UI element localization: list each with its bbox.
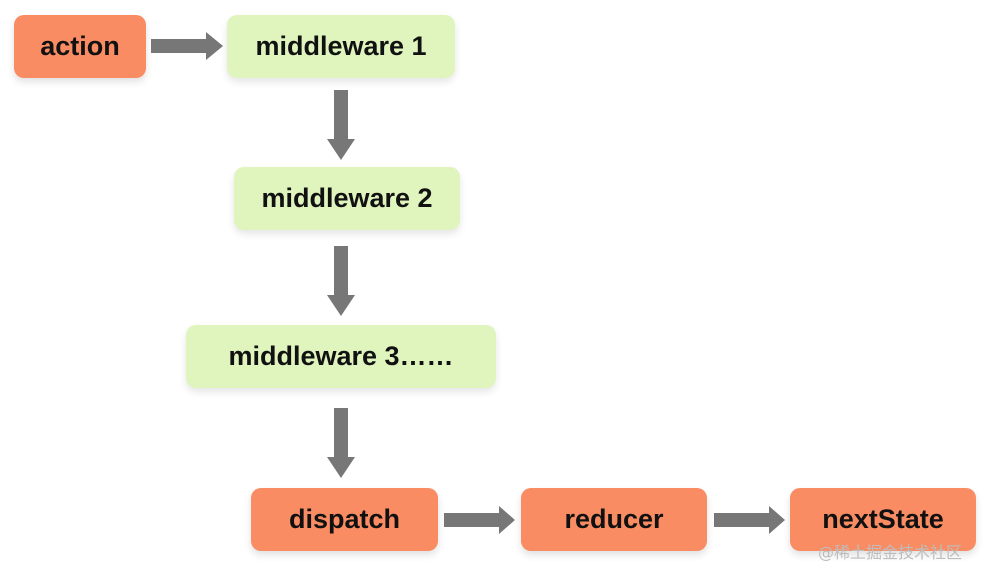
middleware-3-node: middleware 3……	[186, 325, 496, 388]
dispatch-node: dispatch	[251, 488, 438, 551]
arrow-middleware-3-to-dispatch	[327, 408, 355, 478]
arrow-reducer-to-nextstate	[714, 506, 785, 534]
action-node: action	[14, 15, 146, 78]
watermark: @稀土掘金技术社区	[818, 543, 963, 562]
arrow-dispatch-to-reducer	[444, 506, 515, 534]
nextstate-label: nextState	[822, 504, 944, 534]
arrow-action-to-middleware-1	[151, 32, 223, 60]
reducer-node: reducer	[521, 488, 707, 551]
dispatch-label: dispatch	[288, 504, 401, 534]
middleware-1-label: middleware 1	[255, 31, 427, 61]
middleware-3-label: middleware 3……	[228, 341, 454, 371]
middleware-2-label: middleware 2	[261, 183, 433, 213]
nextstate-node: nextState	[790, 488, 976, 551]
middleware-1-node: middleware 1	[227, 15, 455, 78]
reducer-label: reducer	[564, 504, 664, 534]
action-label: action	[40, 31, 120, 61]
arrow-middleware-1-to-middleware-2	[327, 90, 355, 160]
middleware-2-node: middleware 2	[234, 167, 460, 230]
arrow-middleware-2-to-middleware-3	[327, 246, 355, 316]
